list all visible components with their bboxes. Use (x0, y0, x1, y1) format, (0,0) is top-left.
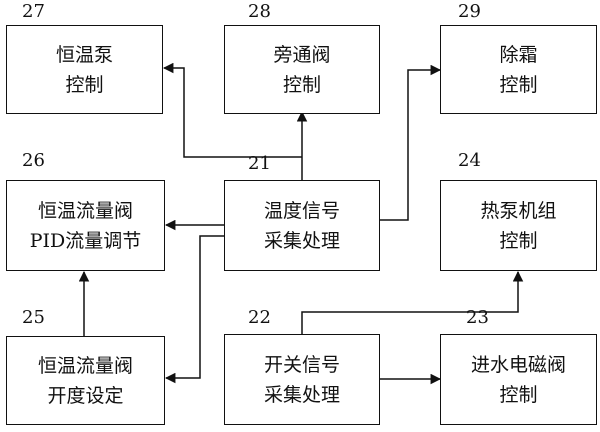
block-24-line2: 控制 (499, 229, 538, 252)
block-21-line1: 温度信号 (263, 199, 340, 222)
block-24-line1: 热泵机组 (480, 199, 557, 222)
block-27-pump-control: 恒温泵 控制 (6, 25, 163, 114)
block-22-line2: 采集处理 (263, 383, 340, 406)
block-29-number: 29 (458, 1, 481, 22)
arrow-21-to-25 (164, 235, 224, 384)
block-25-line2: 开度设定 (47, 384, 124, 407)
block-26-line1: 恒温流量阀 (37, 199, 133, 222)
arrow-22-to-24 (301, 270, 524, 334)
block-29-defrost-control: 除霜 控制 (440, 25, 597, 114)
block-23-inlet-solenoid-valve-control: 进水电磁阀 控制 (440, 334, 597, 425)
block-27-number: 27 (22, 1, 45, 22)
block-23-number: 23 (466, 307, 489, 328)
block-24-number: 24 (458, 150, 481, 171)
block-24-heat-pump-control: 热泵机组 控制 (440, 180, 597, 271)
block-26-number: 26 (22, 150, 45, 171)
block-28-bypass-valve-control: 旁通阀 控制 (224, 25, 380, 114)
block-25-valve-opening-setting: 恒温流量阀 开度设定 (6, 336, 165, 425)
block-23-line2: 控制 (499, 383, 538, 406)
block-25-number: 25 (22, 307, 45, 328)
block-22-number: 22 (248, 307, 271, 328)
arrow-21-to-29 (380, 64, 442, 221)
block-28-line1: 旁通阀 (273, 43, 331, 66)
block-27-line1: 恒温泵 (55, 43, 113, 66)
block-21-line2: 采集处理 (263, 229, 340, 252)
block-23-line1: 进水电磁阀 (470, 353, 566, 376)
block-26-line2: PID流量调节 (29, 229, 142, 252)
block-21-number: 21 (248, 153, 271, 174)
block-25-line1: 恒温流量阀 (37, 354, 133, 377)
arrow-21-to-27 (162, 62, 302, 158)
block-22-line1: 开关信号 (263, 353, 340, 376)
block-22-switch-signal-processing: 开关信号 采集处理 (224, 334, 380, 425)
block-29-line1: 除霜 (499, 43, 538, 66)
block-29-line2: 控制 (499, 73, 538, 96)
block-28-number: 28 (248, 1, 271, 22)
block-28-line2: 控制 (282, 73, 321, 96)
block-27-line2: 控制 (65, 73, 104, 96)
block-21-temperature-signal-processing: 温度信号 采集处理 (224, 180, 380, 271)
block-26-pid-flow-regulation: 恒温流量阀 PID流量调节 (6, 180, 165, 271)
